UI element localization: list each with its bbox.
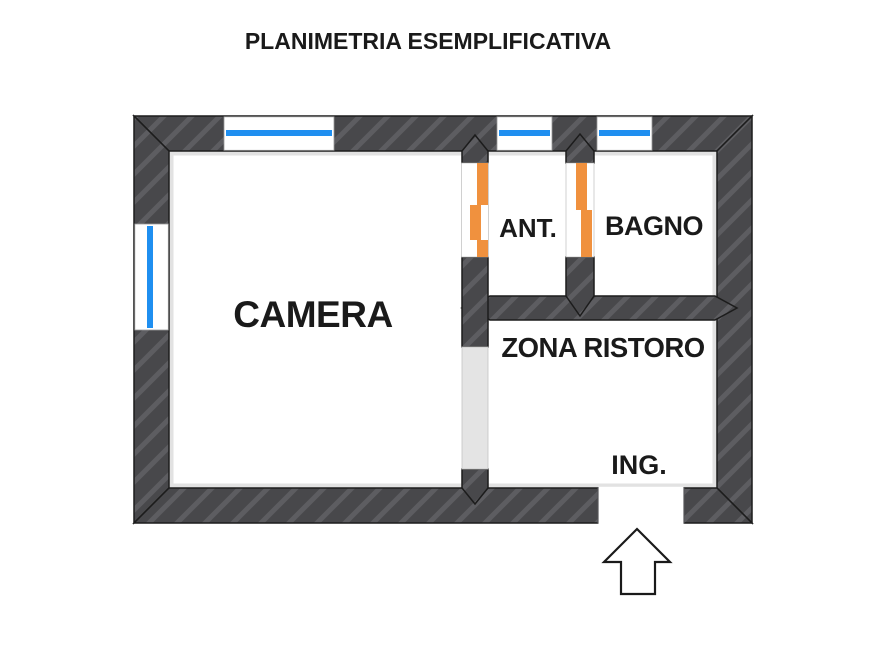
- window-left-camera: [134, 223, 169, 331]
- window-glass-line: [599, 130, 650, 136]
- window-top-ant: [496, 116, 553, 151]
- window-top-bagno: [596, 116, 653, 151]
- label-camera: CAMERA: [233, 294, 392, 335]
- entrance-arrow-icon: [601, 527, 673, 596]
- wall-camera-divider-middle: [461, 256, 489, 348]
- label-ing: ING.: [611, 450, 667, 480]
- passage-camera-zona: [461, 346, 489, 470]
- door-bagno: [576, 163, 592, 257]
- outer-wall-right: [716, 114, 753, 525]
- label-ant: ANT.: [499, 213, 557, 243]
- label-zona-ristoro: ZONA RISTORO: [501, 332, 704, 363]
- page-title: PLANIMETRIA ESEMPLIFICATIVA: [244, 28, 612, 54]
- window-top-camera: [223, 116, 335, 151]
- wall-zona-ristoro-top: [460, 295, 739, 321]
- label-bagno: BAGNO: [605, 211, 703, 241]
- window-glass-line: [147, 226, 153, 328]
- window-glass-line: [226, 130, 332, 136]
- entrance-opening: [598, 486, 684, 525]
- window-glass-line: [499, 130, 550, 136]
- door-ant: [470, 163, 488, 257]
